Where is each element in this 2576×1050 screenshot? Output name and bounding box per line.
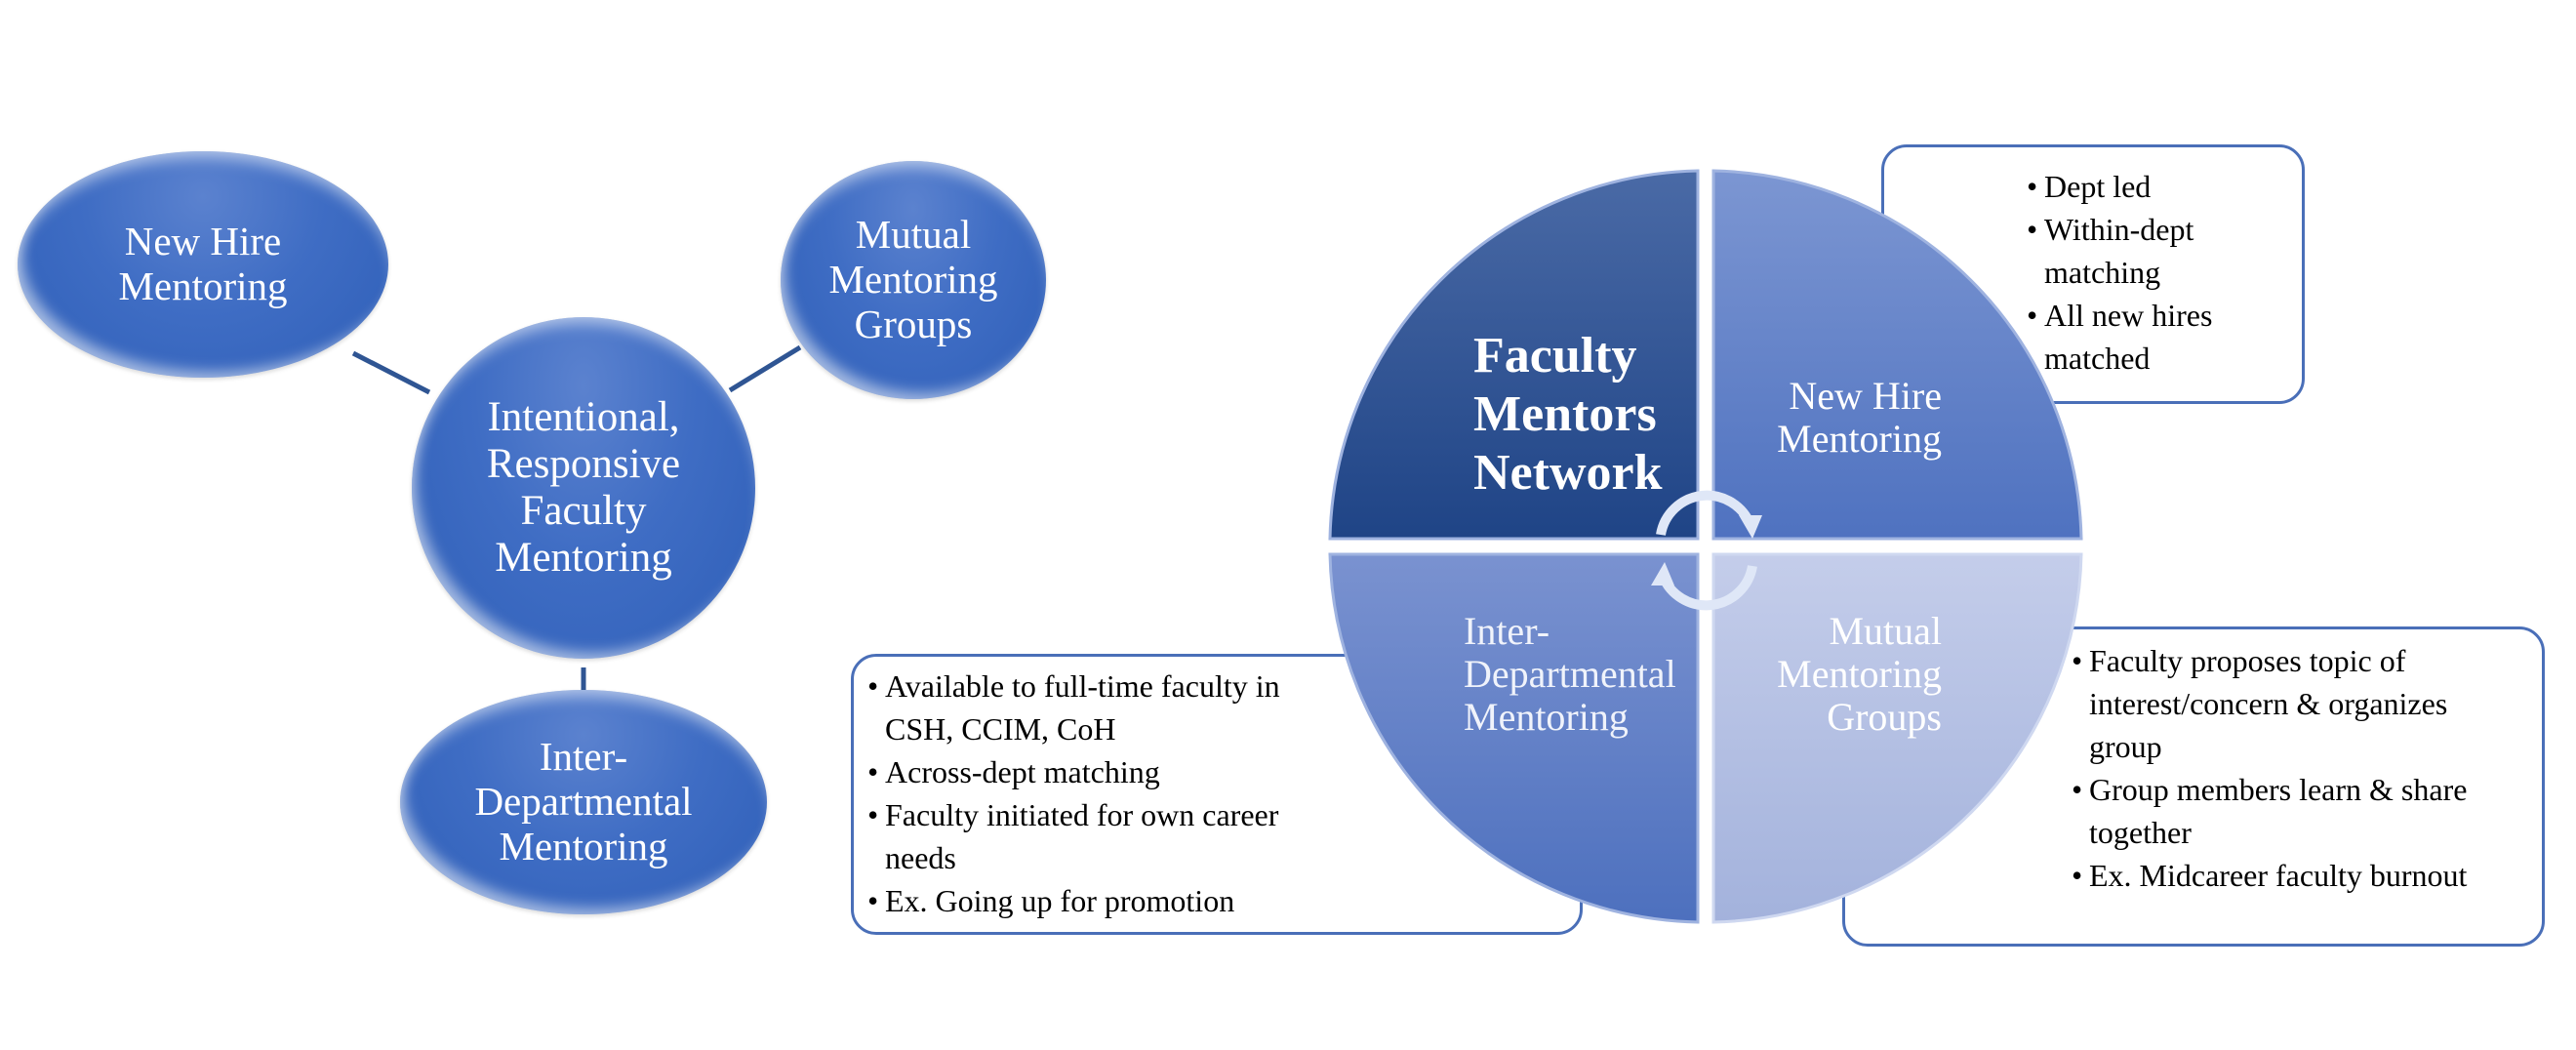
callout-item: Within-dept matching <box>2027 208 2286 294</box>
bubble-text: Groups <box>854 301 973 346</box>
callout-item: Available to full-time faculty in CSH, C… <box>867 665 1316 750</box>
pie-quadrant-mutual <box>1711 552 2083 924</box>
bubble-text: Inter- <box>539 734 628 780</box>
pie-label-line: Mentoring <box>1464 695 1629 739</box>
pie-label-inter-dept: Inter- Departmental Mentoring <box>1464 610 1676 739</box>
pie-label-line: Inter- <box>1464 609 1550 653</box>
bubble-text: Responsive <box>486 440 681 487</box>
connector-mutual <box>728 344 802 393</box>
bubble-text: Mentoring <box>495 535 672 582</box>
callout-item: Group members learn & share together <box>2072 768 2526 854</box>
callout-item: Faculty initiated for own career needs <box>867 793 1316 879</box>
callout-item: Ex. Midcareer faculty burnout <box>2072 854 2526 897</box>
callout-item: All new hires matched <box>2027 294 2286 380</box>
pie-title-line: Network <box>1473 445 1663 501</box>
callout-item: Ex. Going up for promotion <box>867 879 1316 922</box>
pie-label-new-hire: New Hire Mentoring <box>1747 375 1942 461</box>
bubble-text: Mentoring <box>828 257 998 303</box>
pie-title-line: Mentors <box>1473 386 1657 442</box>
pie-quadrant-network <box>1328 169 1700 541</box>
bubble-text: Mentoring <box>118 263 288 308</box>
bubble-text: Departmental <box>474 779 693 825</box>
pie-label-line: New Hire <box>1789 374 1942 418</box>
bubble-text: Mutual <box>855 212 972 258</box>
cycle-arrow-top-head-icon <box>1739 515 1762 539</box>
callout-item: Dept led <box>2027 165 2286 208</box>
bubble-text: Intentional, <box>487 393 680 440</box>
callout-item: Faculty proposes topic of interest/conce… <box>2072 639 2526 768</box>
connector-new-hire <box>351 350 431 395</box>
bubble-text: New Hire <box>124 219 282 264</box>
pie-label-line: Mentoring <box>1777 417 1942 461</box>
pie-quadrant-new-hire <box>1711 169 2083 541</box>
cycle-arrow-top-icon <box>1656 490 1755 536</box>
pie-label-line: Departmental <box>1464 652 1676 696</box>
pie-title: Faculty Mentors Network <box>1473 327 1663 503</box>
callout-item: Across-dept matching <box>867 750 1316 793</box>
pie-label-mutual: Mutual Mentoring Groups <box>1747 610 1942 739</box>
pie-label-line: Mutual <box>1829 609 1942 653</box>
cycle-arrow-bottom-icon <box>1658 565 1757 611</box>
cycle-arrow-bottom-head-icon <box>1651 562 1674 586</box>
pie-label-line: Mentoring <box>1777 652 1942 696</box>
bubble-text: Faculty <box>520 488 647 534</box>
pie-title-line: Faculty <box>1473 328 1637 384</box>
bubble-text: Mentoring <box>499 823 668 868</box>
pie-label-line: Groups <box>1827 695 1942 739</box>
pie-quadrant-inter-dept <box>1328 552 1700 924</box>
